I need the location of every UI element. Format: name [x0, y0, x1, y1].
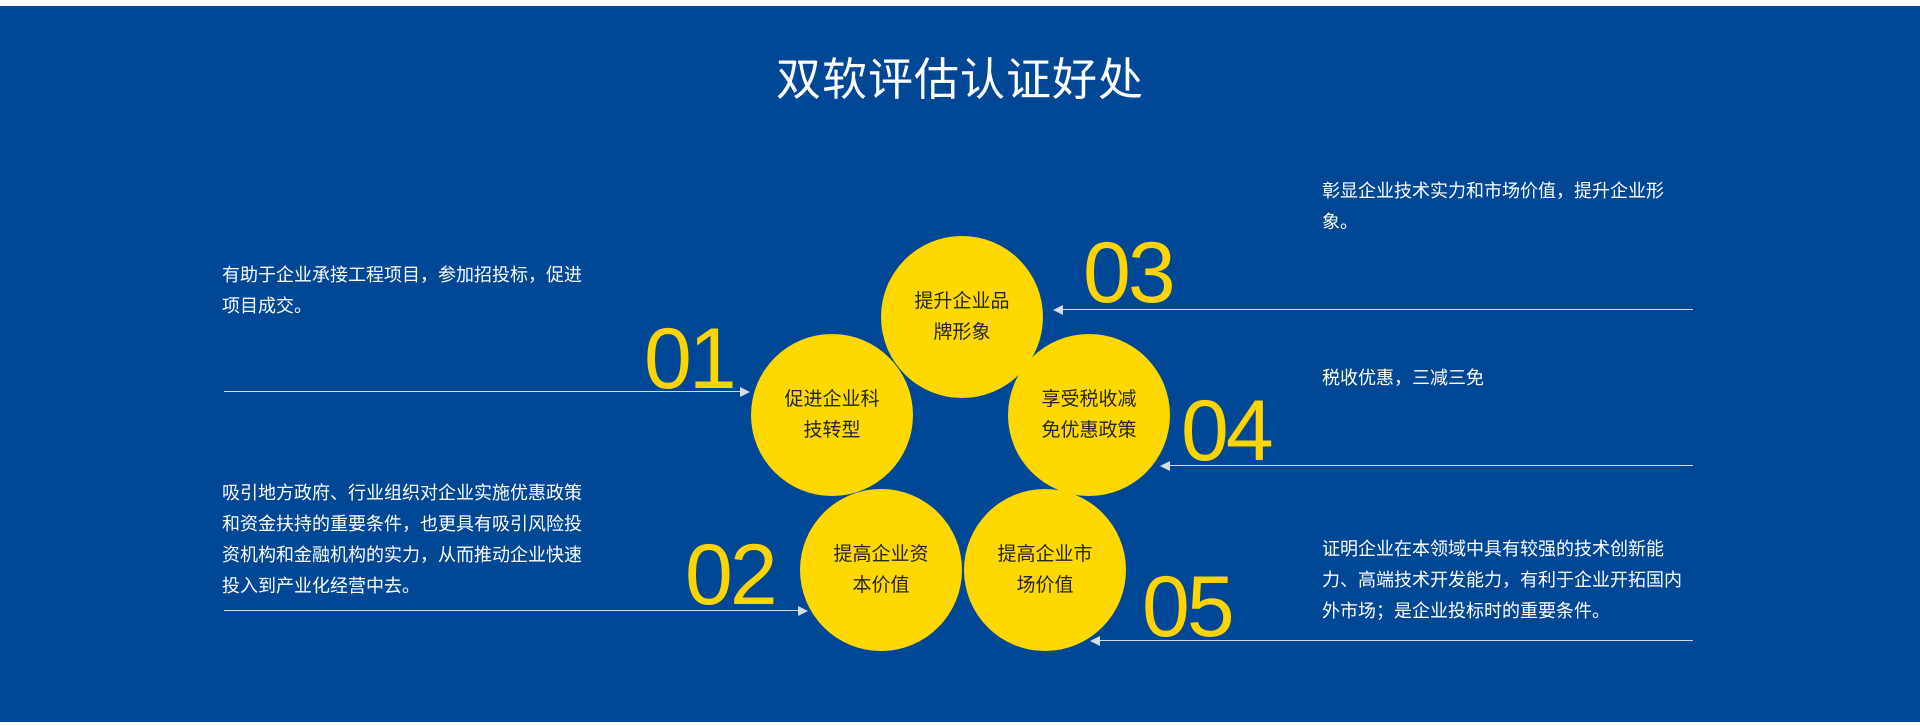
benefit-03-description: 彰显企业技术实力和市场价值，提升企业形象。 — [1322, 181, 1664, 233]
benefit-02-circle: 提高企业资本价值 — [800, 489, 962, 651]
benefit-02-description: 吸引地方政府、行业组织对企业实施优惠政策和资金扶持的重要条件，也更具有吸引风险投… — [222, 483, 582, 597]
benefit-01-circle-label: 促进企业科技转型 — [784, 388, 880, 441]
benefit-02-number: 02 — [685, 527, 778, 623]
benefit-03-circle-label: 提升企业品牌形象 — [914, 290, 1010, 343]
benefit-04-circle-label: 享受税收减免优惠政策 — [1041, 388, 1137, 441]
benefit-03-arrow-icon — [1053, 305, 1063, 315]
benefit-03-connector-line — [1063, 309, 1693, 310]
benefit-01-connector-line — [224, 391, 740, 392]
benefit-01-number: 01 — [644, 311, 737, 407]
page-title: 双软评估认证好处 — [775, 53, 1144, 106]
benefit-03-circle: 提升企业品牌形象 — [881, 236, 1043, 398]
benefit-02-connector-line — [224, 610, 798, 611]
benefit-05-description: 证明企业在本领域中具有较强的技术创新能力、高端技术开发能力，有利于企业开拓国内外… — [1322, 539, 1682, 622]
benefit-01-circle: 促进企业科技转型 — [751, 334, 913, 496]
benefit-01-description: 有助于企业承接工程项目，参加招投标，促进项目成交。 — [222, 265, 582, 317]
benefit-04-connector-line — [1170, 465, 1693, 466]
benefit-02-circle-label: 提高企业资本价值 — [833, 543, 929, 596]
benefit-01-arrow-icon — [740, 387, 750, 397]
benefit-03-number: 03 — [1083, 225, 1176, 321]
benefit-02-arrow-icon — [798, 606, 808, 616]
benefit-04-arrow-icon — [1160, 461, 1170, 471]
benefits-panel: 双软评估认证好处 有助于企业承接工程项目，参加招投标，促进项目成交。 01 促进… — [0, 6, 1920, 722]
benefit-05-circle: 提高企业市场价值 — [964, 489, 1126, 651]
benefit-04-number: 04 — [1181, 383, 1274, 479]
benefit-05-connector-line — [1100, 640, 1693, 641]
benefit-04-circle: 享受税收减免优惠政策 — [1008, 334, 1170, 496]
benefit-05-arrow-icon — [1090, 636, 1100, 646]
benefit-04-description: 税收优惠，三减三免 — [1322, 368, 1484, 389]
benefit-05-number: 05 — [1142, 559, 1235, 655]
benefit-05-circle-label: 提高企业市场价值 — [997, 543, 1093, 596]
